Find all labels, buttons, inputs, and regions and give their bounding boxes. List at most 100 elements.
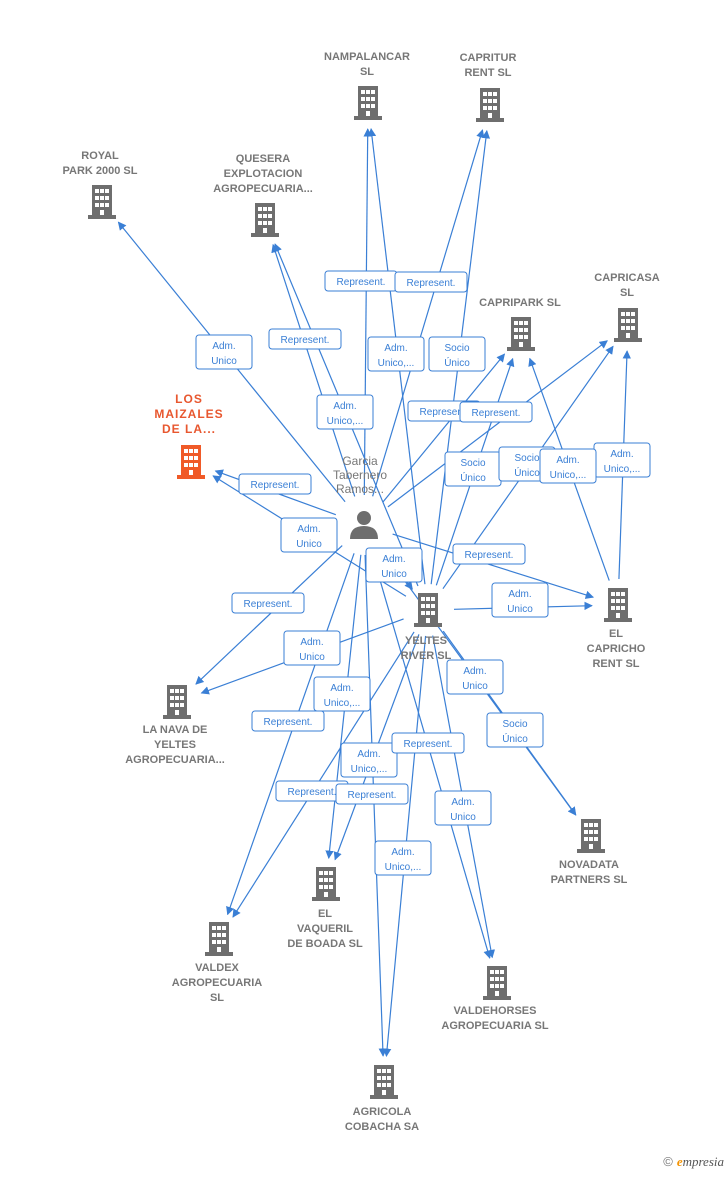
edge-label[interactable]: Adm.Unico,... [374,840,432,876]
edge-label[interactable]: Adm. Unico,... [340,742,398,778]
edge-label[interactable]: Adm.Unico [434,790,492,826]
edge-label[interactable]: Adm.Unico [195,334,253,370]
edge-label-text: Adm. [300,637,323,648]
edge-label[interactable]: Represent. [268,328,342,350]
building-icon [312,867,340,901]
edge-labels-layer: Represent.Represent.Adm.UnicoRepresent.R… [195,270,651,876]
edge-p-agricola [364,554,387,1057]
edge-label-text: Represent. [465,550,514,561]
edge-label-box [394,271,468,293]
edge-label-box [367,336,425,372]
edge-label[interactable]: Adm.Unico,... [593,442,651,478]
edge-label-text: Unico [381,569,407,580]
edge-label-box [283,630,341,666]
edge-label[interactable]: Represent. [231,592,305,614]
edge-label-box [365,547,423,583]
edge-label[interactable]: Adm.Unico,... [313,676,371,712]
edge-label-box [446,659,504,695]
edge-p-capripark [382,353,506,503]
edge-label-box [268,328,342,350]
edge-label-text: Unico,... [351,764,388,775]
edge-p-valdehorses [371,553,492,959]
edge-label[interactable]: Adm. Unico,... [367,336,425,372]
edge-label-box [491,582,549,618]
edge-label-text: Represent. [420,407,469,418]
building-icon [177,445,205,479]
edge-p-nava [195,545,343,685]
edge-label-box [428,336,486,372]
edge-label[interactable]: Represent. [459,401,533,423]
edge-label[interactable]: Represent. [238,473,312,495]
edge-label-box [280,517,338,553]
edge-label-text: Represent. [404,739,453,750]
brand-logo: ©empresia [663,1154,724,1170]
edge-label[interactable]: Adm.Unico [446,659,504,695]
edge-label-text: Adm. [384,343,407,354]
edge-label[interactable]: Adm.Unico,... [316,394,374,430]
company-label: CAPRIPARK SL [479,297,561,309]
company-node-capripark[interactable]: CAPRIPARK SL [479,297,561,351]
edge-label[interactable]: Represent. [324,270,398,292]
edge-label[interactable]: Represent. [391,732,465,754]
edge-label-box [335,783,409,805]
edge-label-text: Socio [460,458,485,469]
edge-p-capricasa [387,340,608,508]
edge-label-text: Represent. [281,335,330,346]
edge-label-text: Adm. [382,554,405,565]
edge-label[interactable]: Adm.Unico,... [539,448,597,484]
edges-layer [117,127,631,1057]
building-icon [483,966,511,1000]
edge-label[interactable]: Represent. [394,271,468,293]
edge-label-text: Represent. [337,277,386,288]
edge-label[interactable]: Adm.Unico [280,517,338,553]
edge-label-box [313,676,371,712]
building-icon [614,308,642,342]
edge-p-valdex [226,553,355,916]
edge-label-text: Represent. [264,717,313,728]
edge-label[interactable]: Adm. Unico [365,547,423,583]
edge-label-text: Unico,... [604,464,641,475]
building-icon [251,203,279,237]
edge-yeltes-valdex [232,631,415,918]
edge-label-text: Adm. [451,797,474,808]
edge-label[interactable]: Adm.Unico [283,630,341,666]
edge-label-box [238,473,312,495]
edge-label-text: Socio [444,343,469,354]
edge-label-box [374,840,432,876]
edge-label[interactable]: Represent. [335,783,409,805]
edge-label-text: Represent. [244,599,293,610]
edge-label[interactable]: Represent. [452,543,526,565]
edge-label[interactable]: Adm.Unico [491,582,549,618]
edge-label-text: Adm. [357,749,380,760]
edge-label[interactable]: Represent. [251,710,325,732]
edge-label-text: Unico,... [378,358,415,369]
edge-label-text: Adm. [297,524,320,535]
edge-label-text: Unico,... [385,862,422,873]
